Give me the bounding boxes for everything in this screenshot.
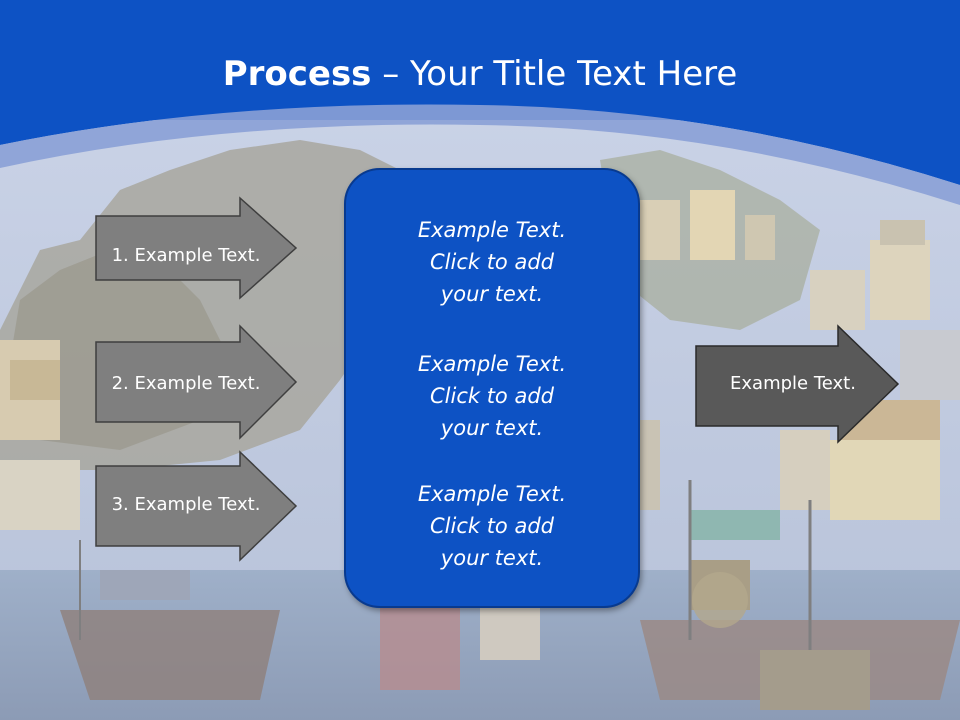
center-text-box[interactable]: Example Text. Click to add your text. Ex… bbox=[344, 168, 640, 608]
center-block-2-line-1: Example Text. bbox=[417, 352, 567, 376]
center-block-3-line-2: Click to add bbox=[429, 514, 554, 538]
center-block-1-line-1: Example Text. bbox=[417, 218, 567, 242]
slide-title: Process – Your Title Text Here bbox=[0, 52, 960, 96]
center-block-3-line-1: Example Text. bbox=[417, 482, 567, 506]
center-block-2-line-2: Click to add bbox=[429, 384, 554, 408]
center-block-2-line-3: your text. bbox=[440, 416, 544, 440]
left-arrow-3[interactable] bbox=[92, 450, 300, 564]
center-block-1-line-2: Click to add bbox=[429, 250, 554, 274]
title-rest: – Your Title Text Here bbox=[371, 54, 738, 94]
right-arrow-label: Example Text. bbox=[730, 373, 856, 394]
center-block-1-line-3: your text. bbox=[440, 282, 544, 306]
center-block-3-line-3: your text. bbox=[440, 546, 544, 570]
left-arrow-3-label: 3. Example Text. bbox=[111, 494, 261, 515]
center-block-2: Example Text. Click to add your text. bbox=[346, 348, 638, 444]
title-bold: Process bbox=[222, 54, 372, 94]
right-arrow[interactable] bbox=[692, 324, 904, 446]
left-arrow-1-label: 1. Example Text. bbox=[111, 245, 261, 266]
left-arrow-1[interactable] bbox=[92, 196, 300, 300]
center-block-3: Example Text. Click to add your text. bbox=[346, 478, 638, 574]
left-arrow-2-label: 2. Example Text. bbox=[111, 373, 261, 394]
center-block-1: Example Text. Click to add your text. bbox=[346, 214, 638, 310]
left-arrow-2[interactable] bbox=[92, 324, 300, 440]
